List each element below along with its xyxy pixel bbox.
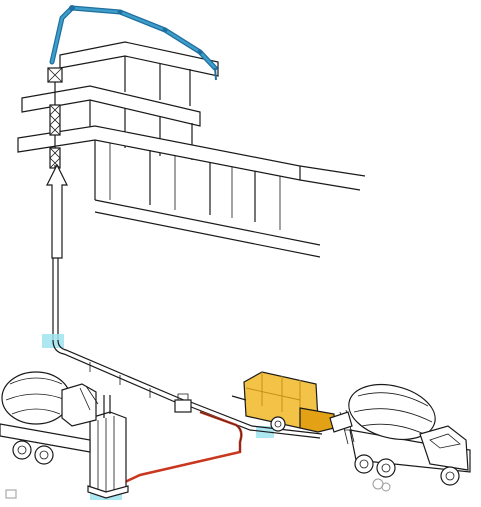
tower-posts — [97, 416, 115, 496]
wheel-right-1 — [354, 454, 374, 474]
pipe-to-pump-2 — [187, 400, 323, 435]
wheel-right-1-hub — [359, 459, 369, 469]
mixer-truck-left — [0, 371, 99, 465]
building-top-columns — [124, 56, 191, 106]
pipe-bend-top — [52, 339, 183, 406]
wheel-right-2 — [376, 458, 396, 478]
building-right-wing — [299, 165, 366, 191]
wheel-left-2-hub — [39, 450, 49, 460]
building-interior-lines — [109, 143, 281, 230]
wheel-right-3 — [440, 466, 460, 486]
tower-foot — [87, 485, 129, 499]
wheel-left-1 — [12, 440, 32, 460]
pipe-bend-top-2 — [57, 339, 187, 402]
tower-riser — [103, 395, 111, 418]
building-ground-line — [94, 199, 321, 258]
truck-cab-right — [419, 425, 469, 471]
wechat-logo-icon — [372, 478, 391, 492]
wheel-left-1-hub — [17, 445, 27, 455]
boom-hose — [214, 67, 217, 81]
pipe-supports — [89, 362, 151, 398]
pump-tow-bar — [231, 395, 247, 401]
pump-hopper — [299, 407, 335, 433]
vertical-mast — [46, 67, 68, 340]
boom-joint-4 — [197, 49, 203, 55]
red-delivery-pipe — [111, 410, 243, 490]
pipe-tower-base — [87, 395, 129, 499]
truck-window-right — [429, 433, 461, 449]
mixer-truck-right — [329, 384, 471, 486]
mixer-drum-left-ribs — [5, 377, 67, 415]
boom-joint-2 — [117, 9, 123, 15]
pump-seam — [245, 387, 301, 401]
watermark-logo-icon — [5, 489, 17, 499]
mixer-drum-right — [348, 384, 436, 440]
pipe-valve — [174, 399, 192, 413]
mast-lattice-1-cross — [49, 104, 61, 136]
placing-boom — [49, 5, 218, 81]
wheel-left-2 — [34, 445, 54, 465]
pump-wheel-hub — [274, 420, 282, 428]
pump-wheel — [270, 416, 286, 432]
pipe-valve-handle — [177, 393, 189, 400]
building-mid-slab — [21, 85, 201, 127]
building-lower-columns — [94, 140, 256, 222]
mixer-ladder-left — [79, 385, 99, 411]
building-mid-columns — [89, 100, 193, 160]
wheel-right-3-hub — [445, 471, 455, 481]
truck-chassis-left — [0, 423, 91, 453]
tower-frame — [89, 411, 127, 497]
delivery-pipeline — [52, 339, 323, 490]
mixer-drum-right-ribs — [353, 392, 433, 435]
vertical-pipe — [52, 258, 59, 340]
mast-top-cross — [47, 67, 63, 83]
red-pipe-outline — [199, 411, 242, 452]
boom-joint-3 — [162, 27, 168, 33]
upward-arrow — [46, 163, 68, 259]
wheel-right-2-hub — [381, 463, 391, 473]
mixer-chute-right — [329, 411, 353, 433]
building — [17, 41, 366, 258]
concrete-pump — [231, 371, 335, 433]
mixer-chute-left — [61, 383, 97, 427]
boom-joint-1 — [69, 5, 75, 11]
